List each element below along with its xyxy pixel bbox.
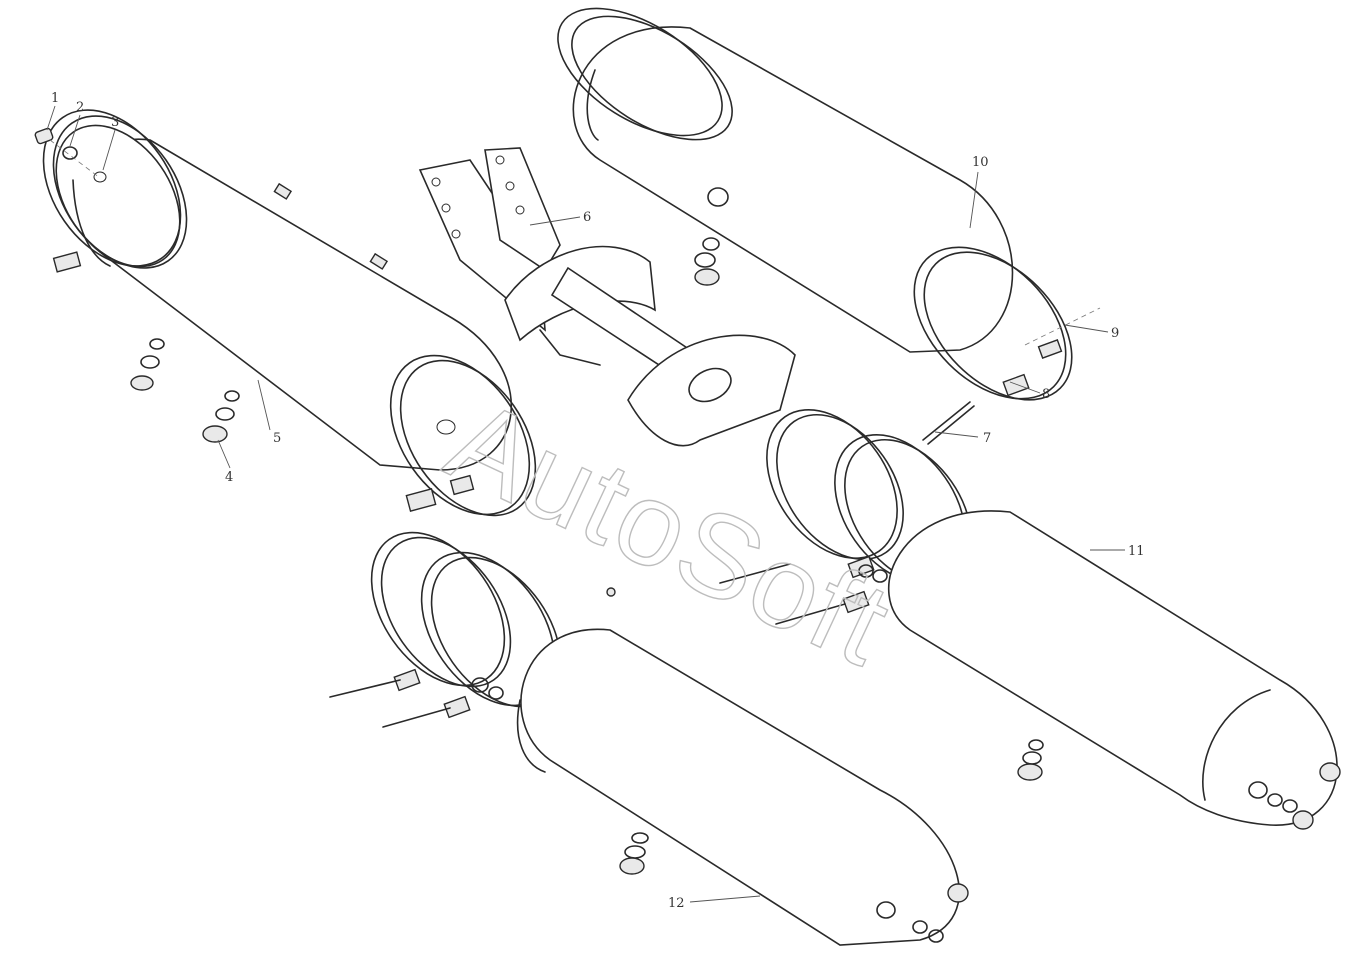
tank-10 [572, 26, 1014, 353]
tank-5-strap-front [42, 109, 188, 273]
tank-11 [887, 510, 1341, 830]
callout-6: 6 [583, 210, 591, 225]
callout-3: 3 [111, 115, 119, 130]
tank-10-fittings [694, 237, 720, 286]
callout-12: 12 [668, 896, 685, 911]
tank-5 [55, 124, 513, 471]
tank-12 [516, 628, 969, 946]
leader-lines [46, 105, 1125, 903]
callout-5: 5 [273, 431, 281, 446]
callout-11: 11 [1128, 544, 1145, 559]
tank-10-strap-front [557, 7, 733, 141]
callout-8: 8 [1042, 387, 1050, 402]
parts-1-2-3 [34, 127, 101, 179]
callout-10: 10 [972, 155, 989, 170]
callout-9: 9 [1111, 326, 1119, 341]
callout-2: 2 [76, 100, 84, 115]
bracket-6 [418, 147, 796, 447]
bolt-7 [922, 401, 975, 445]
tank-5-fittings [130, 338, 240, 443]
tank-10-strap-rear [913, 246, 1073, 401]
callout-4: 4 [225, 470, 233, 485]
callout-7: 7 [983, 431, 991, 446]
callouts: 1 2 3 4 5 6 7 8 9 10 11 12 [51, 91, 1145, 911]
callout-1: 1 [51, 91, 59, 106]
tank-5-strap-rear [389, 354, 537, 517]
